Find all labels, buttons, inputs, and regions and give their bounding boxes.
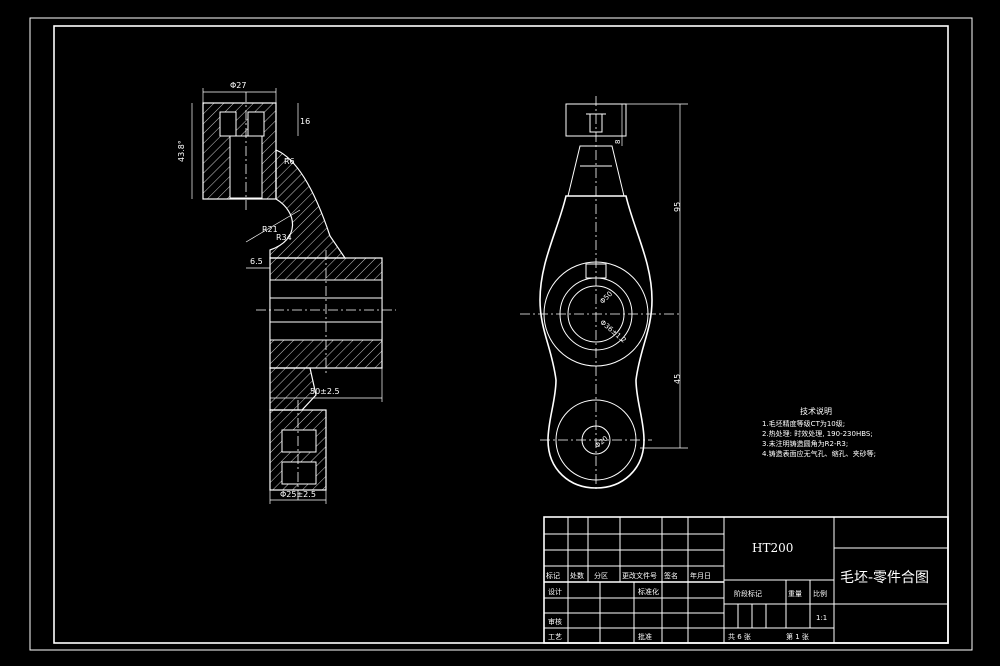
- rev-header-docno: 更改文件号: [622, 571, 657, 580]
- drawing-title: 毛坯-零件合图: [840, 570, 929, 586]
- section-view: Φ27 16 43.8° R6 R21 R34 6.5 50±2.5 Φ25±2…: [177, 81, 396, 504]
- dim-front-top-slot: 8: [614, 140, 622, 144]
- lower-hole: [581, 425, 611, 455]
- dim-front-height-upper: 95: [673, 202, 682, 212]
- material-label: HT200: [752, 541, 793, 555]
- hub-keyway: [585, 263, 607, 279]
- dim-top-diameter: Φ27: [230, 81, 246, 90]
- hub-bore-inner: [567, 285, 625, 343]
- lower-boss: [555, 399, 637, 481]
- rev-header-mark: 标记: [546, 571, 560, 580]
- label-approve: 批准: [638, 632, 652, 641]
- rev-header-date: 年月日: [690, 571, 711, 580]
- dim-top-height: 16: [300, 117, 310, 126]
- dim-left-vertical: 43.8°: [177, 140, 186, 162]
- label-review: 审核: [548, 617, 562, 626]
- tech-note-item: 3.未注明铸造圆角为R2-R3;: [762, 439, 848, 448]
- lower-arm: [269, 367, 317, 411]
- label-standardization: 标准化: [638, 587, 659, 596]
- label-process: 工艺: [548, 633, 562, 641]
- front-view: Φ50 Φ36±1.2 Φ20 8 95 45: [520, 96, 688, 490]
- dim-bore-outer: Φ50: [598, 290, 614, 306]
- tech-note-item: 2.热处理: 时效处理, 190-230HBS;: [762, 429, 873, 438]
- scale-value: 1:1: [816, 614, 827, 622]
- dim-bottom-diameter: Φ25±2.5: [280, 490, 316, 499]
- rev-header-sign: 签名: [664, 571, 678, 580]
- dim-radius-r21: R21: [262, 225, 278, 234]
- outer-frame: [29, 17, 973, 651]
- rev-header-zone: 分区: [594, 571, 608, 580]
- sheet-current: 第 1 张: [786, 632, 809, 641]
- label-weight: 重量: [788, 590, 802, 598]
- inner-frame: [53, 25, 949, 644]
- rev-header-count: 处数: [570, 571, 584, 580]
- dim-left-offset: 6.5: [250, 257, 263, 266]
- sheets-total: 共 6 张: [728, 632, 751, 641]
- tech-notes-title: 技术说明: [800, 406, 832, 416]
- hub-outer: [543, 261, 649, 367]
- technical-notes: 技术说明 1.毛坯精度等级CT为10级; 2.热处理: 时效处理, 190-23…: [762, 406, 876, 458]
- front-arm-outline: [539, 195, 653, 489]
- dim-middle-width: 50±2.5: [310, 387, 340, 396]
- label-design: 设计: [548, 587, 562, 596]
- tech-note-item: 4.铸造表面应无气孔、缩孔、夹砂等;: [762, 449, 876, 458]
- label-stage-mark: 阶段标记: [734, 589, 762, 598]
- tech-note-item: 1.毛坯精度等级CT为10级;: [762, 419, 845, 428]
- front-neck: [567, 145, 625, 197]
- title-block: HT200 毛坯-零件合图 标记 处数 分区 更改文件号 签名 年月日 设计 审…: [543, 516, 949, 644]
- dim-radius-r34: R34: [276, 233, 292, 242]
- dim-radius-small: R6: [284, 157, 295, 166]
- label-scale: 比例: [813, 589, 827, 598]
- front-top-boss: [565, 103, 627, 137]
- dim-front-height-lower: 45: [673, 374, 682, 384]
